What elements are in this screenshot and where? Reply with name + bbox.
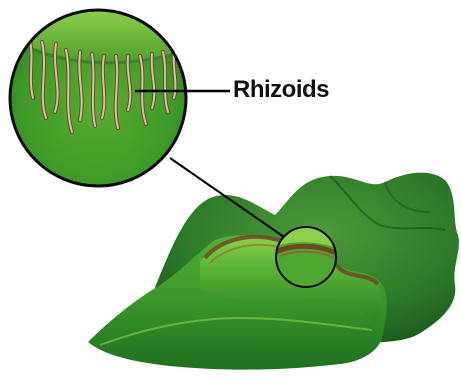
rhizoids-label: Rhizoids <box>233 76 329 104</box>
